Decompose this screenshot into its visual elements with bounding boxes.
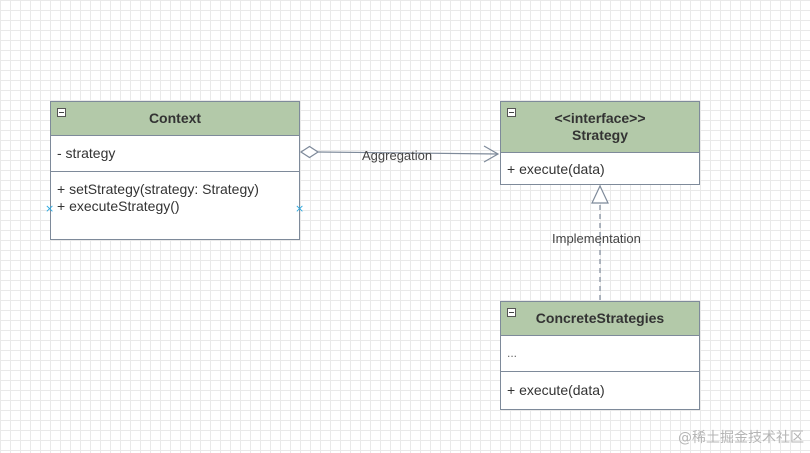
implementation-label[interactable]: Implementation: [552, 231, 641, 246]
strategy-class-name: Strategy: [571, 127, 629, 143]
collapse-icon[interactable]: [507, 108, 516, 117]
collapse-icon[interactable]: [507, 308, 516, 317]
resize-handle-left-icon[interactable]: ×: [45, 202, 55, 215]
context-class[interactable]: Context - strategy + setStrategy(strateg…: [50, 101, 300, 240]
concrete-attribute: ...: [507, 346, 518, 360]
strategy-interface[interactable]: <<interface>> Strategy + execute(data): [500, 101, 700, 185]
aggregation-arrowhead: [483, 145, 500, 163]
concrete-class-name: ConcreteStrategies: [535, 310, 665, 326]
strategy-stereotype: <<interface>>: [554, 110, 646, 126]
strategy-methods: + execute(data): [501, 153, 699, 178]
watermark: @稀土掘金技术社区: [678, 430, 804, 446]
aggregation-diamond: [299, 145, 320, 159]
strategy-method: + execute(data): [507, 161, 605, 177]
context-method: + executeStrategy(): [57, 198, 180, 214]
context-attributes: - strategy: [51, 136, 299, 172]
context-methods: + setStrategy(strategy: Strategy) + exec…: [51, 172, 299, 215]
context-attribute: - strategy: [57, 145, 116, 161]
concrete-attributes: ...: [501, 336, 699, 372]
concrete-method: + execute(data): [507, 382, 605, 398]
aggregation-label[interactable]: Aggregation: [362, 148, 433, 163]
context-method: + setStrategy(strategy: Strategy): [57, 181, 259, 197]
implementation-arrowhead: [591, 184, 609, 204]
context-header[interactable]: Context: [51, 102, 299, 136]
context-class-name: Context: [148, 110, 202, 126]
collapse-icon[interactable]: [57, 108, 66, 117]
concrete-methods: + execute(data): [501, 372, 699, 399]
resize-handle-right-icon[interactable]: ×: [295, 202, 305, 215]
strategy-header[interactable]: <<interface>> Strategy: [501, 102, 699, 153]
concrete-header[interactable]: ConcreteStrategies: [501, 302, 699, 336]
concrete-strategies-class[interactable]: ConcreteStrategies ... + execute(data): [500, 301, 700, 410]
